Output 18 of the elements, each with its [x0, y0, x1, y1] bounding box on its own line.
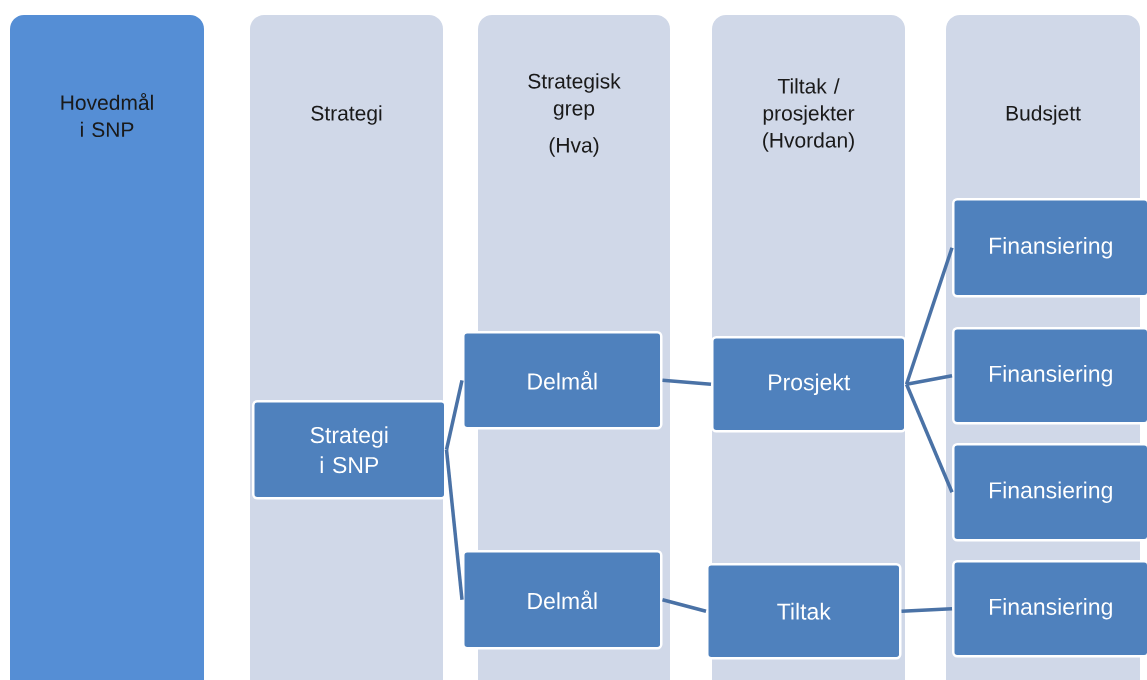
connector-line	[444, 449, 464, 600]
process-box: Delmål	[462, 550, 663, 650]
column-band: Hovedmål i SNP	[10, 15, 204, 680]
process-box: Finansiering	[952, 443, 1147, 542]
connector-line	[904, 247, 954, 385]
process-box: Delmål	[462, 331, 663, 430]
connector-line	[906, 374, 953, 386]
process-box: Finansiering	[952, 560, 1147, 658]
process-box: Strategi i SNP	[252, 400, 447, 500]
process-box: Tiltak	[706, 563, 902, 660]
connector-line	[904, 383, 954, 493]
connector-line	[662, 378, 712, 386]
process-box: Finansiering	[952, 327, 1147, 425]
connector-line	[662, 598, 707, 613]
process-box: Finansiering	[952, 198, 1147, 298]
process-box: Prosjekt	[711, 336, 907, 433]
connector-line	[444, 379, 464, 451]
connector-line	[901, 607, 953, 613]
